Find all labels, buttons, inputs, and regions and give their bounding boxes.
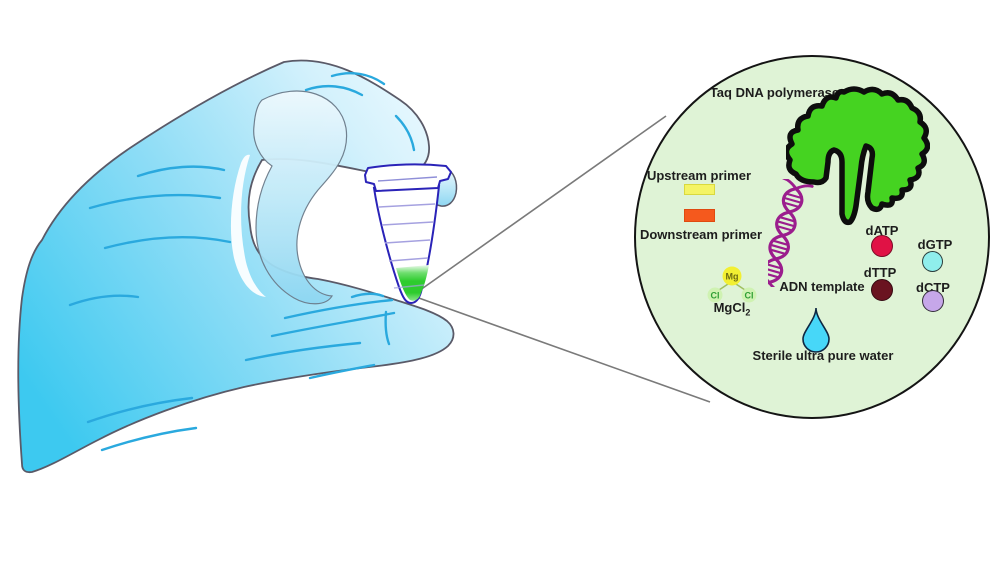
mg-atom — [722, 266, 742, 286]
taq-polymerase-blob — [786, 86, 930, 226]
downstream-primer-swatch — [684, 209, 715, 222]
upstream-primer-swatch — [684, 184, 715, 195]
gloved-hand — [17, 59, 458, 474]
datp-label: dATP — [865, 223, 899, 238]
mg-cl-bond-left — [718, 283, 729, 291]
water-droplet-shape — [802, 307, 830, 353]
glove-creases — [68, 72, 416, 452]
tube-liquid — [396, 265, 429, 301]
mg-cl-bond-right — [735, 283, 746, 291]
cl-atom-right-halo — [741, 287, 757, 303]
glove-silhouette — [17, 59, 455, 474]
palm-highlight-crescent — [230, 154, 266, 297]
dttp-label: dTTP — [863, 265, 897, 280]
magnifier-connector-lines — [415, 115, 711, 403]
mgcl2-formula: MgCl2 — [694, 300, 770, 318]
taq-blob-shape — [786, 86, 930, 226]
mg-atom-label: Mg — [726, 272, 739, 282]
dctp-circle — [922, 290, 944, 312]
upstream-primer-label: Upstream primer — [646, 168, 752, 183]
cl-atom-left-halo — [707, 287, 723, 303]
dttp-circle — [871, 279, 893, 301]
helix-end-tails — [768, 179, 814, 287]
adn-template-label: ADN template — [779, 279, 865, 294]
tube-cap-rim — [364, 163, 452, 192]
cl-atom-right-label: Cl — [745, 291, 754, 301]
dna-helix — [768, 179, 814, 287]
datp-circle — [871, 235, 893, 257]
connector-line-lower — [415, 296, 711, 403]
dctp-label: dCTP — [916, 280, 950, 295]
downstream-primer-label: Downstream primer — [639, 227, 763, 242]
helix-strand-2 — [768, 186, 798, 285]
tube-graduations — [378, 203, 436, 289]
curled-finger-fold — [253, 90, 348, 305]
magnified-view: Taq DNA polymerase Upstream primer Downs… — [634, 55, 990, 419]
cl-atom-left-label: Cl — [711, 291, 720, 301]
dgtp-circle — [922, 251, 943, 272]
tube-cap-inner-line — [377, 176, 438, 182]
mgcl2-formula-text: MgCl — [713, 300, 746, 315]
helix-rungs — [768, 192, 802, 279]
mgcl2-molecule: Mg Cl Cl — [707, 266, 757, 303]
taq-polymerase-label: Taq DNA polymerase — [709, 85, 840, 100]
sterile-water-label: Sterile ultra pure water — [752, 348, 894, 363]
dgtp-label: dGTP — [917, 237, 953, 252]
mgcl2-formula-subscript: 2 — [745, 307, 751, 318]
water-droplet — [802, 307, 830, 353]
microcentrifuge-tube — [364, 163, 452, 305]
connector-line-upper — [415, 115, 667, 294]
